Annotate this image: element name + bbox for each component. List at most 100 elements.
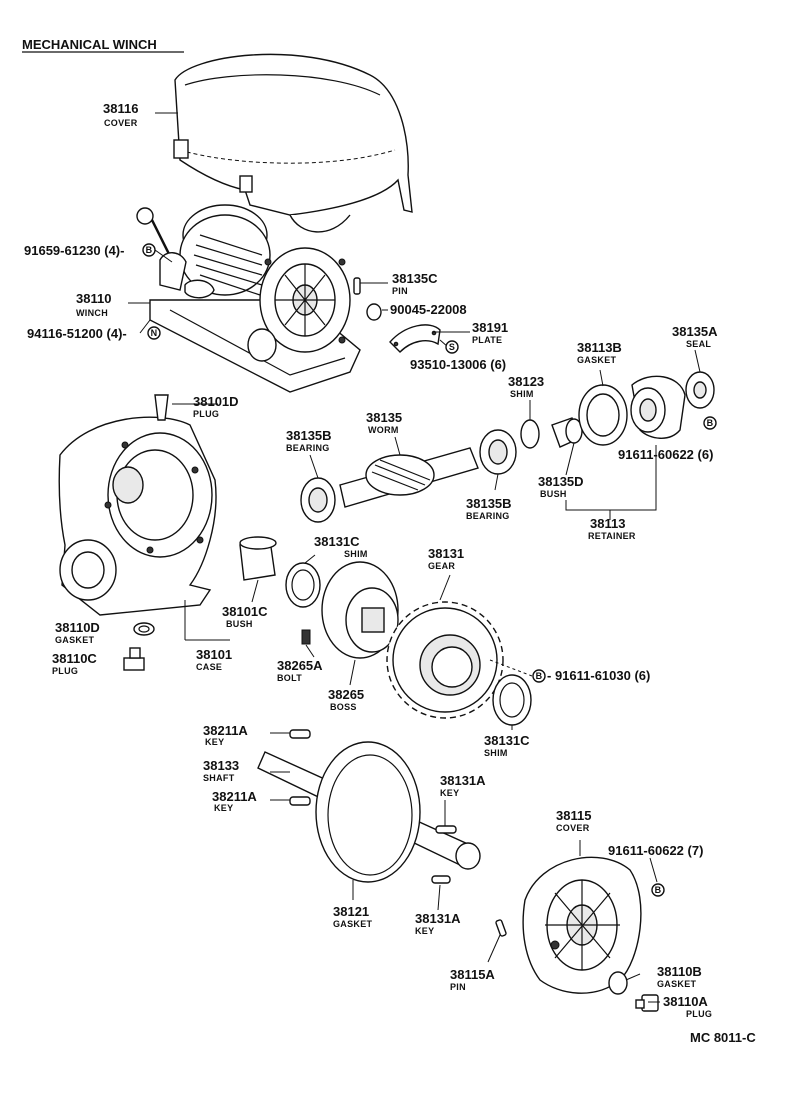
- label-38131A-top-name: KEY: [440, 788, 459, 798]
- label-38211A-bottom-name: KEY: [214, 803, 233, 813]
- plug-38110C-drawing: [123, 647, 145, 671]
- label-91611-622-7-num: 91611-60622 (7): [608, 843, 703, 858]
- label-38131A-bottom-name: KEY: [415, 926, 434, 936]
- label-38265-num: 38265: [328, 687, 364, 702]
- label-38101C-name: BUSH: [226, 619, 253, 629]
- gasket-38121-drawing: [315, 741, 421, 883]
- label-38135A-num: 38135A: [672, 324, 718, 339]
- washer-90045-drawing: [366, 303, 382, 321]
- label-38135C-num: 38135C: [392, 271, 438, 286]
- label-38110-name: WINCH: [76, 308, 108, 318]
- label-38131A-bottom-num: 38131A: [415, 911, 461, 926]
- label-38135A-name: SEAL: [686, 339, 711, 349]
- label-38101D-name: PLUG: [193, 409, 219, 419]
- seal-38135A-drawing: [685, 371, 715, 409]
- label-38191-name: PLATE: [472, 335, 502, 345]
- label-38123-num: 38123: [508, 374, 544, 389]
- bearing-38135B-left-drawing: [300, 477, 336, 523]
- label-38265A-name: BOLT: [277, 673, 302, 683]
- boss-38265-drawing: [321, 561, 399, 659]
- label-38121-name: GASKET: [333, 919, 373, 929]
- label-38135D-num: 38135D: [538, 474, 584, 489]
- label-38211A-bottom-num: 38211A: [212, 789, 257, 804]
- label-38113B-num: 38113B: [577, 340, 622, 355]
- bearing-38135B-right-drawing: [479, 429, 517, 475]
- label-38116-name: COVER: [104, 118, 138, 128]
- gasket-38110B-drawing: [608, 971, 628, 995]
- plug-38110A-drawing: [635, 994, 659, 1012]
- label-38110C-num: 38110C: [52, 651, 97, 666]
- symbol-91611-622-6: B: [707, 418, 714, 428]
- leader-lines: [128, 112, 701, 1003]
- label-38133-name: SHAFT: [203, 773, 235, 783]
- label-38133-num: 38133: [203, 758, 239, 773]
- label-38113-name: RETAINER: [588, 531, 636, 541]
- case-38101-drawing: [58, 394, 217, 616]
- key-38131A-bottom-drawing: [431, 875, 451, 884]
- label-38131-num: 38131: [428, 546, 464, 561]
- gasket-38110D-drawing: [133, 622, 155, 636]
- label-91611-030-num: - 91611-61030 (6): [547, 668, 650, 683]
- diagram-title: MECHANICAL WINCH: [22, 37, 157, 52]
- label-38121-num: 38121: [333, 904, 369, 919]
- label-93510-num: 93510-13006 (6): [410, 357, 506, 372]
- label-38110-num: 38110: [76, 291, 111, 306]
- label-38113B-name: GASKET: [577, 355, 617, 365]
- key-38211A-bottom-drawing: [289, 796, 311, 806]
- bush-38101C-drawing: [239, 536, 277, 581]
- reference-code: MC 8011-C: [690, 1030, 756, 1045]
- label-38101D-num: 38101D: [193, 394, 239, 409]
- winch-cover-drawing: [173, 53, 413, 233]
- label-38135-num: 38135: [366, 410, 402, 425]
- label-38110A-num: 38110A: [663, 994, 708, 1009]
- label-38110C-name: PLUG: [52, 666, 78, 676]
- fastener-symbols: B N S B B B: [142, 243, 717, 897]
- label-38135B-right-num: 38135B: [466, 496, 512, 511]
- label-38115A-name: PIN: [450, 982, 466, 992]
- label-38135B-left-name: BEARING: [286, 443, 330, 453]
- key-38131A-top-drawing: [435, 825, 457, 834]
- label-38113-num: 38113: [590, 516, 625, 531]
- part-labels: 38116 COVER 91659-61230 (4)- 38110 WINCH…: [24, 101, 718, 1019]
- label-38110B-num: 38110B: [657, 964, 702, 979]
- worm-38135-drawing: [339, 447, 479, 508]
- label-38131C-top-num: 38131C: [314, 534, 360, 549]
- label-38115-name: COVER: [556, 823, 590, 833]
- gear-38131-drawing: [386, 601, 504, 719]
- label-38115A-num: 38115A: [450, 967, 495, 982]
- cover-38115-drawing: [522, 856, 642, 994]
- shim-38123-drawing: [520, 419, 540, 449]
- gasket-38113B-drawing: [578, 384, 628, 446]
- label-38135B-left-num: 38135B: [286, 428, 332, 443]
- label-38211A-top-name: KEY: [205, 737, 224, 747]
- label-38131C-bottom-num: 38131C: [484, 733, 530, 748]
- label-91659-num: 91659-61230 (4)-: [24, 243, 124, 258]
- label-38123-name: SHIM: [510, 389, 534, 399]
- symbol-93510: S: [449, 342, 455, 352]
- pin-38115A-drawing: [495, 919, 507, 937]
- label-38191-num: 38191: [472, 320, 508, 335]
- label-38110D-name: GASKET: [55, 635, 95, 645]
- pin-38135C-drawing: [353, 277, 361, 295]
- label-94116-num: 94116-51200 (4)-: [27, 326, 127, 341]
- symbol-91659: B: [146, 245, 153, 255]
- shim-38131C-top-drawing: [285, 562, 321, 608]
- label-38131A-top-num: 38131A: [440, 773, 486, 788]
- label-38131C-bottom-name: SHIM: [484, 748, 508, 758]
- label-38265-name: BOSS: [330, 702, 357, 712]
- symbol-94116: N: [151, 328, 158, 338]
- label-38135D-name: BUSH: [540, 489, 567, 499]
- bolt-38265A-drawing: [301, 629, 311, 645]
- label-91611-622-6-num: 91611-60622 (6): [618, 447, 713, 462]
- bush-38135D-drawing: [551, 417, 583, 448]
- label-90045-num: 90045-22008: [390, 302, 467, 317]
- label-38135B-right-name: BEARING: [466, 511, 510, 521]
- label-38110D-num: 38110D: [55, 620, 100, 635]
- plate-38191-drawing: [389, 324, 441, 353]
- label-38101C-num: 38101C: [222, 604, 268, 619]
- shim-38131C-bottom-drawing: [492, 674, 532, 726]
- label-38101-name: CASE: [196, 662, 222, 672]
- label-38131-name: GEAR: [428, 561, 455, 571]
- label-38135C-name: PIN: [392, 286, 408, 296]
